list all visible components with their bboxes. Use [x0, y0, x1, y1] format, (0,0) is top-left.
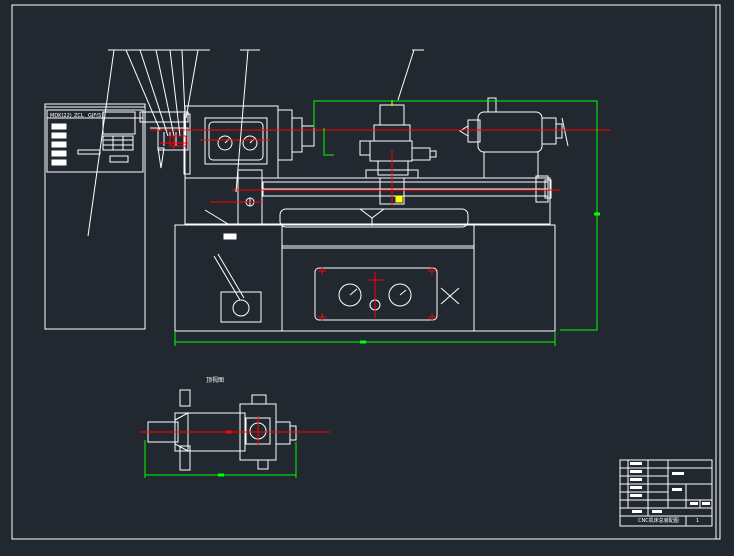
leader-headstock — [235, 49, 249, 193]
panel-button-3 — [51, 141, 67, 148]
control-panel-face — [46, 109, 144, 173]
chuck-jaw — [301, 125, 315, 147]
nameplate — [223, 233, 237, 240]
drawing-outer-border — [11, 4, 721, 540]
top-view-dimension — [144, 440, 297, 478]
leader-lines — [87, 49, 424, 237]
gauge-panel — [314, 267, 438, 321]
cross-slide-knob — [429, 150, 437, 158]
spindle-shaft-guard — [139, 111, 189, 123]
leader-toolpost — [397, 49, 415, 101]
panel-button-4 — [51, 150, 67, 157]
spindle-speed-dial-1 — [217, 135, 233, 151]
cabinet-rail — [281, 245, 475, 249]
tailstock — [459, 97, 569, 179]
leader-5 — [169, 49, 181, 137]
tailstock-center — [459, 125, 469, 137]
title-block — [619, 459, 713, 527]
chip-tray-top — [279, 208, 469, 228]
dimension-center-height — [323, 128, 334, 156]
tailstock-handwheel — [561, 117, 569, 147]
headstock-gear-cover — [204, 117, 268, 165]
apron-box — [237, 169, 263, 225]
panel-button-2 — [51, 132, 67, 139]
panel-display-small — [109, 155, 129, 163]
tailstock-handwheel-hub — [555, 123, 563, 139]
panel-label-3: GJF(5) — [88, 113, 103, 119]
panel-label-1: MDK(22) — [50, 113, 72, 119]
leader-1 — [87, 49, 115, 237]
top-view-annotations — [140, 416, 330, 446]
headstock-gear-cover-inner — [208, 121, 264, 161]
gear-pointer — [157, 147, 165, 169]
top-view-bevel — [174, 412, 189, 452]
panel-keypad — [102, 135, 134, 151]
detail-view-title: 顶视图 — [206, 376, 224, 384]
dimension-overall-height — [313, 100, 598, 331]
pressure-gauge-1 — [338, 283, 362, 307]
title-block-sheet: 1 — [696, 518, 699, 524]
motor-access — [232, 299, 250, 317]
leader-target-box — [169, 135, 187, 147]
title-block-drawing-title: CNC机床总装配图 — [638, 517, 679, 524]
leader-3 — [139, 49, 169, 137]
panel-screen — [102, 111, 136, 135]
carriage-marker — [395, 195, 403, 203]
gear-lever — [213, 255, 241, 301]
control-cabinet — [44, 103, 146, 330]
leader-7 — [185, 49, 199, 119]
top-view-lower-handle — [179, 445, 191, 471]
cabinet-body — [44, 103, 146, 330]
spindle-speed-dial-2 — [242, 135, 258, 151]
cross-mark-2 — [440, 287, 460, 305]
top-view-right-cap — [289, 425, 297, 441]
cabinet-center-panel — [281, 224, 475, 332]
pressure-gauge-2 — [388, 283, 412, 307]
leader-2 — [125, 49, 161, 131]
leader-6 — [181, 49, 187, 137]
panel-button-1 — [51, 123, 67, 130]
tailstock-clamp — [544, 179, 552, 199]
panel-button-5 — [51, 159, 67, 166]
tailstock-base — [483, 151, 539, 179]
top-view-top-knob — [251, 394, 267, 405]
lower-cabinet — [174, 224, 556, 332]
tailstock-bracket — [535, 175, 549, 203]
saddle — [377, 160, 409, 176]
panel-label-2: ZCL — [74, 113, 84, 119]
dimensions — [174, 100, 600, 346]
title-block-frame — [619, 459, 713, 527]
top-view-upper-handle — [179, 389, 191, 407]
centerlines — [150, 129, 610, 321]
carriage-handle — [204, 209, 238, 225]
top-view-bottom-knob — [257, 459, 269, 470]
cross-slide-handle — [359, 140, 371, 156]
tailstock-lock — [487, 97, 497, 113]
leader-4 — [155, 49, 175, 137]
